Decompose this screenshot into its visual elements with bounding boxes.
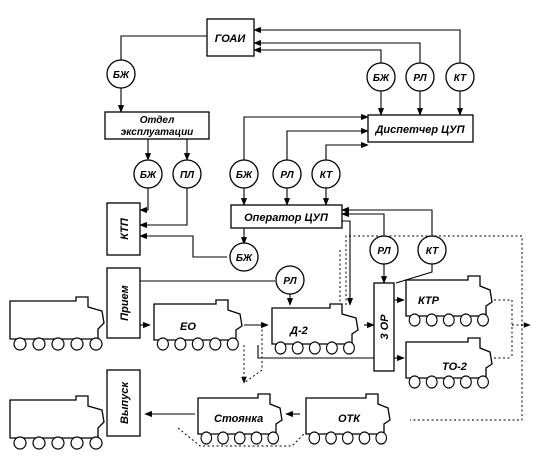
box-goai: ГОАИ — [206, 18, 255, 57]
circle-rl-disp: РЛ — [405, 62, 435, 92]
priem-label: Прием — [119, 285, 131, 321]
circle-rl-oper-in: РЛ — [272, 159, 302, 189]
circle-kt-disp: КТ — [445, 62, 475, 92]
goai-label: ГОАИ — [215, 33, 247, 45]
vehicle-incoming — [9, 296, 105, 351]
vehicle-outgoing — [9, 395, 105, 450]
box-ktp: КТП — [106, 202, 141, 256]
circle-pl-otdel: ПЛ — [172, 159, 202, 189]
circle-rl-zor: РЛ — [369, 235, 399, 265]
circle-kt-zor: КТ — [417, 235, 447, 265]
circle-bzh-disp: БЖ — [366, 62, 396, 92]
dotted-flow-lines — [177, 235, 531, 447]
vypusk-label: Выпуск — [119, 381, 131, 424]
circle-bzh-goai-label: БЖ — [113, 70, 130, 81]
box-priem: Прием — [106, 267, 141, 339]
box-otdel-ekspluatacii: Отдел эксплуатации — [104, 111, 210, 140]
ktp-label: КТП — [119, 217, 131, 240]
circle-bzh-otdel: БЖ — [133, 159, 163, 189]
circle-bzh-otdel-label: БЖ — [140, 170, 157, 181]
circle-rl-oper-in-label: РЛ — [280, 170, 294, 181]
dispatcher-label: Диспетчер ЦУП — [374, 124, 465, 136]
vehicle-to2: ТО-2 — [405, 337, 493, 389]
circle-bzh-oper-in-label: БЖ — [236, 170, 253, 181]
circle-rl-disp-label: РЛ — [413, 73, 427, 84]
vehicle-otk-label: ОТК — [338, 413, 361, 425]
circle-bzh-oper-out: БЖ — [229, 242, 259, 272]
circle-kt-oper-in-label: КТ — [320, 170, 333, 181]
circle-kt-zor-label: КТ — [426, 246, 439, 257]
info-flow-lines — [117, 26, 464, 418]
circle-pl-otdel-label: ПЛ — [180, 170, 195, 181]
circle-bzh-oper-in: БЖ — [229, 159, 259, 189]
otdel-label-line1: Отдел — [140, 115, 175, 126]
vehicle-ktr-label: КТР — [418, 295, 440, 307]
zor-label: 3 ОР — [379, 314, 391, 340]
vehicle-stoyanka: Стоянка — [197, 393, 283, 445]
circle-bzh-goai: БЖ — [106, 59, 136, 89]
circle-rl-priem: РЛ — [275, 265, 305, 295]
otdel-label-line2: эксплуатации — [121, 127, 194, 138]
vehicle-eo-label: ЕО — [180, 321, 196, 333]
box-vypusk: Выпуск — [106, 369, 141, 437]
circle-kt-disp-label: КТ — [454, 73, 467, 84]
vehicle-otk: ОТК — [305, 393, 391, 445]
circle-kt-oper-in: КТ — [311, 159, 341, 189]
vehicle-to2-label: ТО-2 — [442, 361, 467, 373]
vehicle-ktr: КТР — [405, 275, 493, 327]
circle-rl-priem-label: РЛ — [283, 276, 297, 287]
vehicle-stoyanka-label: Стоянка — [214, 413, 263, 425]
circle-bzh-disp-label: БЖ — [373, 73, 390, 84]
box-dispatcher: Диспетчер ЦУП — [367, 114, 474, 143]
circle-rl-zor-label: РЛ — [377, 246, 391, 257]
box-zor: 3 ОР — [373, 282, 395, 372]
box-operator: Оператор ЦУП — [230, 204, 343, 229]
vehicle-eo: ЕО — [153, 299, 243, 351]
operator-label: Оператор ЦУП — [244, 212, 329, 224]
circle-bzh-oper-out-label: БЖ — [236, 253, 253, 264]
vehicle-d2-label: Д-2 — [289, 325, 308, 337]
vehicle-d2: Д-2 — [271, 303, 359, 355]
